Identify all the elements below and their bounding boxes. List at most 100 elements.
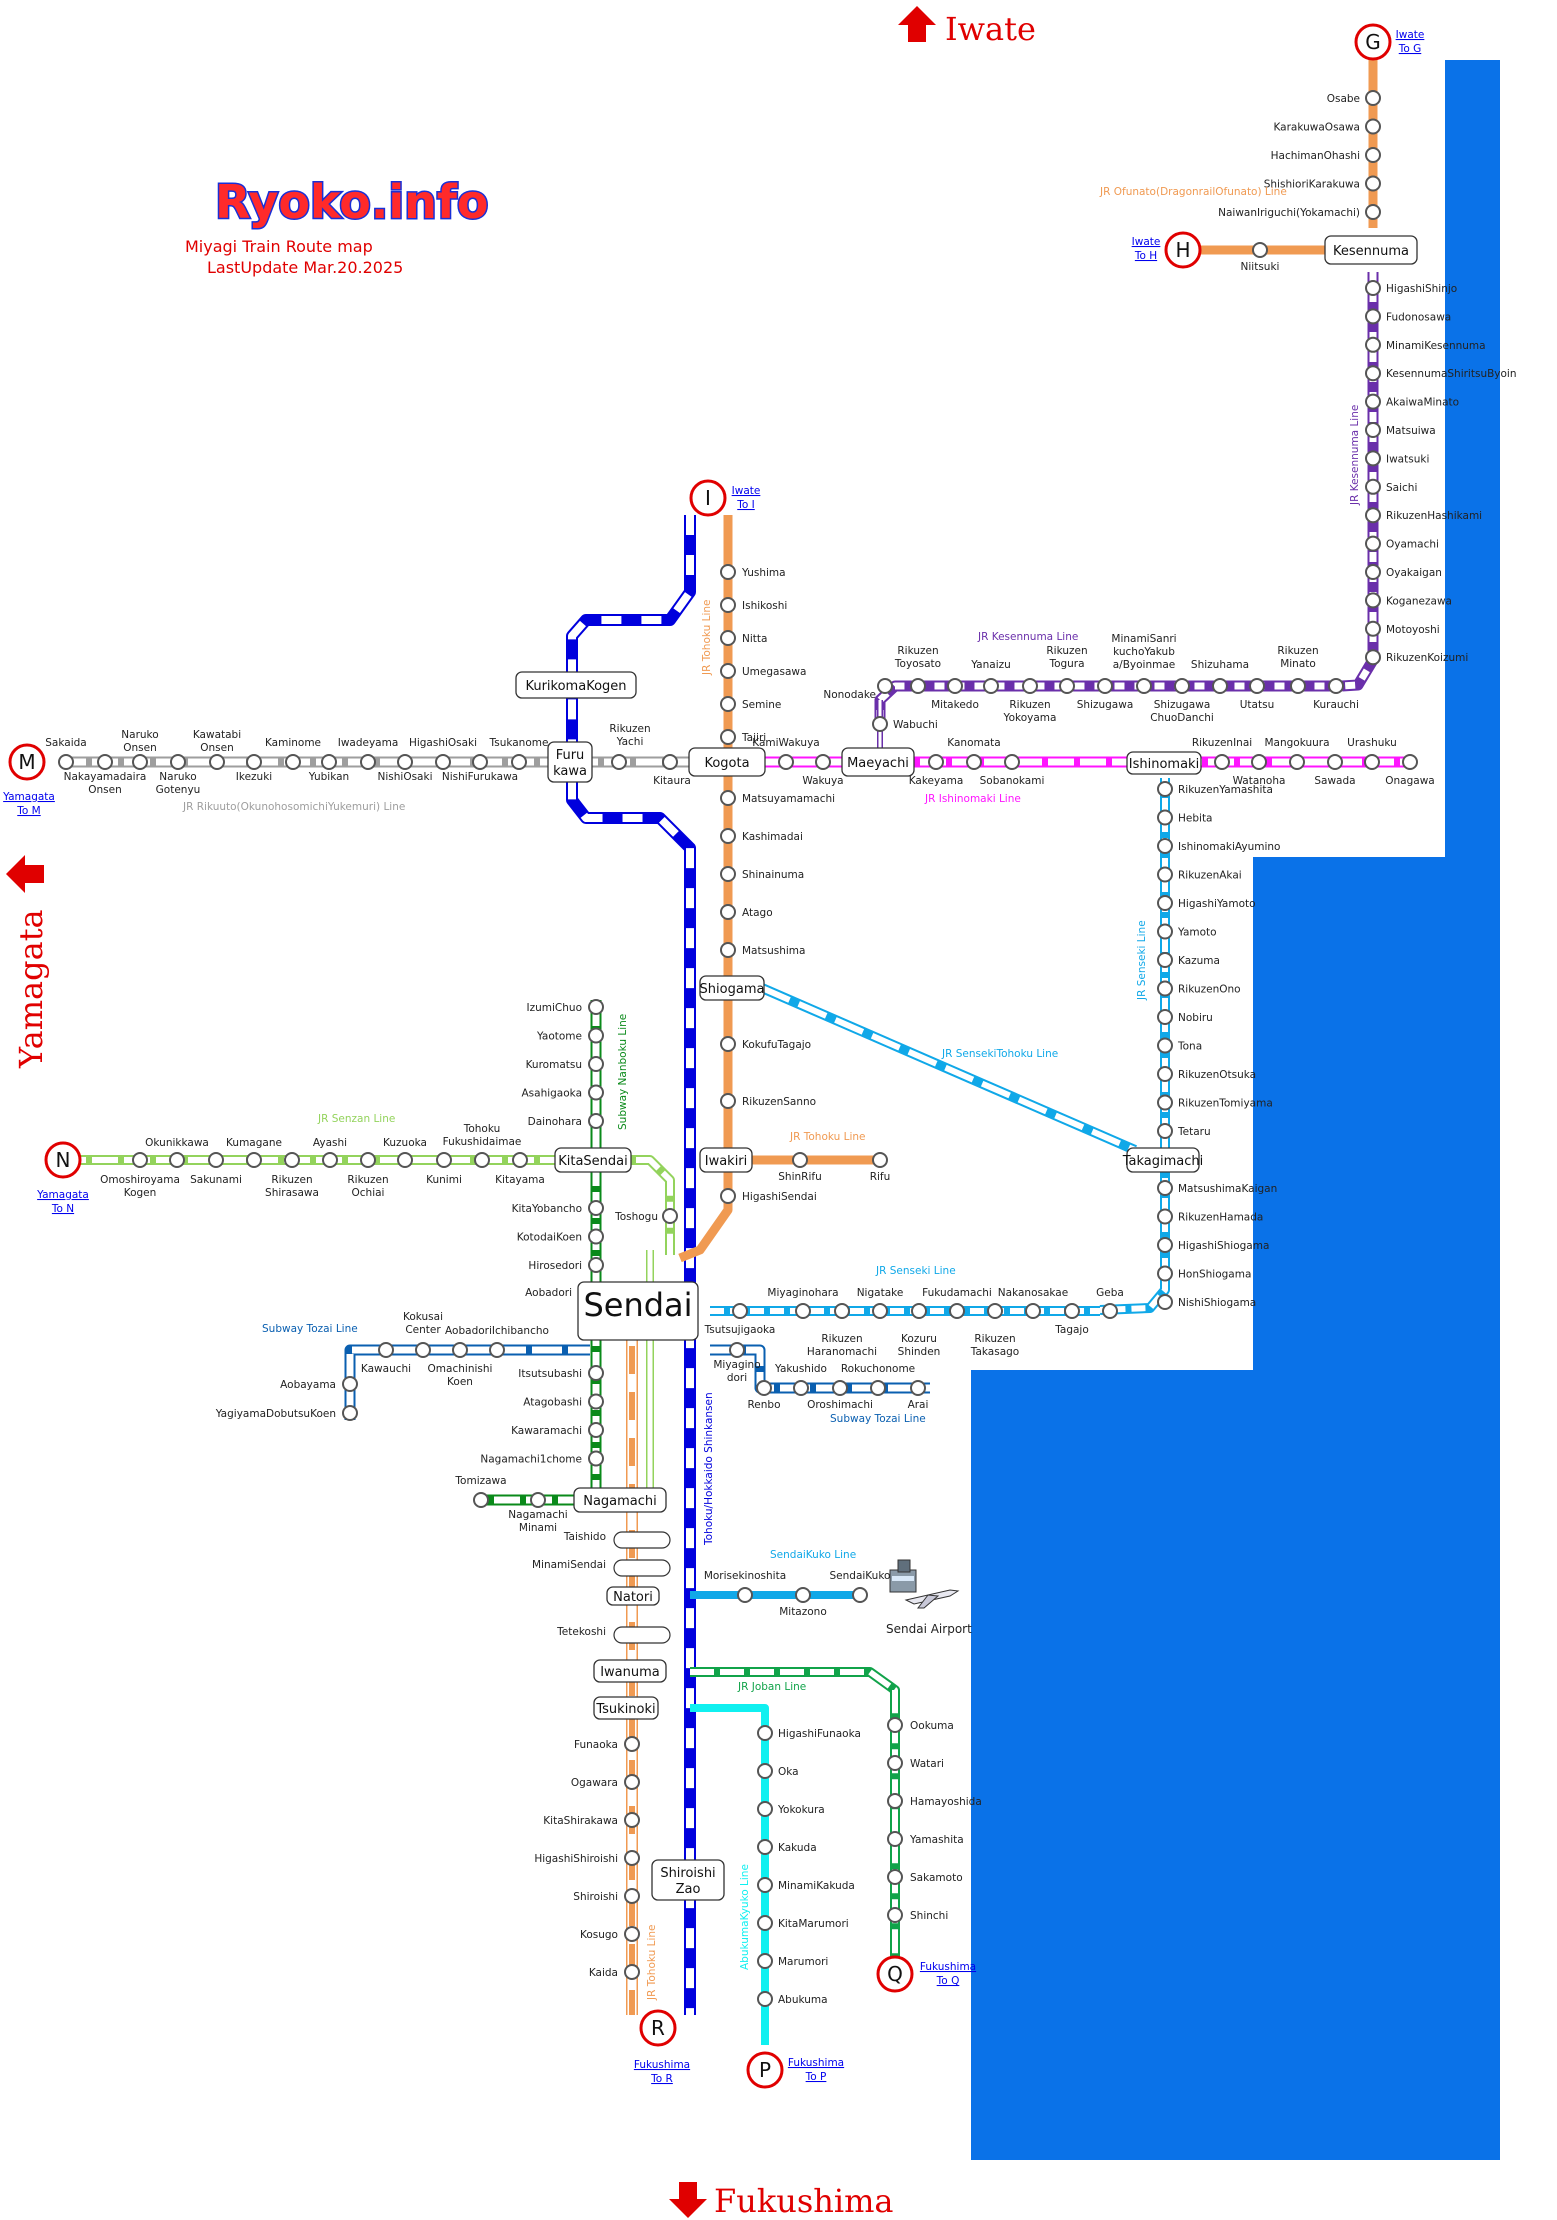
kuko-station-label: SendaiKuko bbox=[830, 1570, 891, 1582]
tozai-station-label: Arai bbox=[908, 1399, 929, 1411]
nanboku-station-marker bbox=[588, 1422, 604, 1438]
hub-kesennuma-label: Kesennuma bbox=[1333, 244, 1409, 259]
rikuu-station-label: Naruko bbox=[159, 771, 196, 783]
senseki-v-station-marker bbox=[1157, 952, 1173, 968]
senseki-v-station-marker bbox=[1157, 895, 1173, 911]
exit-r-to: To R bbox=[650, 2073, 673, 2085]
rikuu-station-label: Iwadeyama bbox=[338, 737, 399, 749]
tohoku-n-station-label: Tajiri bbox=[741, 732, 766, 744]
tohoku-n-station-marker bbox=[720, 729, 736, 745]
senseki-h-station-label: Geba bbox=[1096, 1287, 1124, 1299]
tozai-station-label: Center bbox=[405, 1324, 441, 1336]
ishinomaki-e-station-marker bbox=[1289, 754, 1305, 770]
kesennuma-h-station-label: a/Byoinmae bbox=[1113, 659, 1176, 671]
senseki-line-v-stripe bbox=[1099, 778, 1168, 1313]
kesennuma-h-station-marker bbox=[1136, 678, 1152, 694]
rikuu-station-marker bbox=[132, 754, 148, 770]
nanboku-station-label: KotodaiKoen bbox=[517, 1232, 582, 1244]
kesennuma-h-station-marker bbox=[877, 678, 893, 694]
senseki-v-station-label: IshinomakiAyumino bbox=[1178, 841, 1280, 853]
label-tohoku-rifu: JR Tohoku Line bbox=[789, 1131, 866, 1143]
rikuu-station-marker bbox=[58, 754, 74, 770]
senzan-station-marker bbox=[360, 1152, 376, 1168]
tozai-line-w-stripe bbox=[346, 1346, 590, 1420]
label-shinkansen: Tohoku/Hokkaido Shinkansen bbox=[703, 1392, 715, 1546]
ishinomaki-station-label: KamiWakuya bbox=[752, 737, 820, 749]
joban-station-marker bbox=[887, 1907, 903, 1923]
tozai-station-label: dori bbox=[727, 1372, 747, 1384]
senseki-h-station-label: Nigatake bbox=[857, 1287, 904, 1299]
senzan-station-marker bbox=[397, 1152, 413, 1168]
hub-pill-0 bbox=[613, 1531, 671, 1549]
hub-maeyachi-label: Maeyachi bbox=[847, 756, 909, 771]
tozai-station-label: Kokusai bbox=[403, 1311, 443, 1323]
nanboku-line-stripe bbox=[480, 1000, 600, 1504]
ishinomaki-e-station-label: Watanoha bbox=[1233, 775, 1286, 787]
exit-m bbox=[8, 743, 46, 781]
rikuu-station-marker bbox=[285, 754, 301, 770]
compass-west: Yamagata bbox=[12, 909, 50, 1069]
hub-kitasendai bbox=[554, 1147, 632, 1173]
wabuchi-station-label: Wabuchi bbox=[893, 719, 938, 731]
ofunato-station-niitsuki-marker bbox=[1252, 242, 1268, 258]
abukuma-station-marker bbox=[757, 1763, 773, 1779]
senzan-station-label: Kuzuoka bbox=[383, 1137, 427, 1149]
shinkansen-line-stripe bbox=[568, 515, 694, 2015]
joban-station-label: Ookuma bbox=[910, 1720, 954, 1732]
senseki-v-station-marker bbox=[1157, 980, 1173, 997]
senzan-line-stripe bbox=[60, 1157, 673, 1255]
senseki-h-station-label: Rikuzen bbox=[974, 1333, 1015, 1345]
tohoku-s-station-label: Shiroishi bbox=[573, 1891, 618, 1903]
rikuu-station-label: Onsen bbox=[123, 742, 157, 754]
kesennuma-h-station-marker bbox=[1097, 678, 1113, 694]
higashisendai-station-marker bbox=[720, 1188, 736, 1204]
exit-r-letter: R bbox=[651, 2016, 665, 2040]
nanboku-station-marker bbox=[588, 1200, 604, 1216]
tohoku-sh-station-marker bbox=[720, 1093, 736, 1109]
kesennuma-h-station-label: Shizugawa bbox=[1077, 699, 1134, 711]
senzan-station-marker bbox=[246, 1152, 262, 1168]
tohoku-s-station-marker bbox=[624, 1888, 640, 1904]
nanboku-station-marker bbox=[588, 1084, 604, 1101]
hub-shiogama-label: Shiogama bbox=[700, 982, 765, 997]
senseki-v2-station-marker bbox=[1157, 1180, 1173, 1196]
kesennuma-h-station-label: Rikuzen bbox=[1046, 645, 1087, 657]
exit-g-pref: Iwate bbox=[1396, 29, 1425, 41]
ishinomaki-station-label: Kakeyama bbox=[909, 775, 964, 787]
kuko-station-label: Morisekinoshita bbox=[704, 1570, 786, 1582]
tozai-station-label: YagiyamaDobutsuKoen bbox=[215, 1408, 336, 1420]
tozai-station-marker bbox=[910, 1380, 926, 1396]
compass-north: Iwate bbox=[945, 10, 1036, 48]
joban-station-marker bbox=[887, 1831, 903, 1847]
senzan-station-label: Kitayama bbox=[495, 1174, 545, 1186]
senzan-station-label: Kogen bbox=[124, 1187, 157, 1199]
tozai-station-marker bbox=[756, 1380, 772, 1396]
label-ofunato: JR Ofunato(DragonrailOfunato) Line bbox=[1099, 186, 1287, 198]
exit-i-letter: I bbox=[705, 486, 711, 510]
senseki-h-station-label: Kozuru bbox=[901, 1333, 937, 1345]
hub-shiroishizao-label: Zao bbox=[676, 1882, 701, 1897]
hub-takagimachi-label: Takagimachi bbox=[1122, 1154, 1204, 1169]
ishinomaki-e-station-marker bbox=[1251, 754, 1267, 770]
ishinomaki-station-marker bbox=[966, 754, 982, 770]
kesennuma-h-station-marker bbox=[983, 678, 999, 694]
kesennuma-station-marker bbox=[1365, 564, 1381, 580]
rikuu-station-label: Yubikan bbox=[308, 771, 349, 783]
kesennuma-h-station-label: Yokoyama bbox=[1003, 712, 1057, 724]
ofunato-station-label: KarakuwaOsawa bbox=[1273, 122, 1360, 134]
rikuu-station-label: Onsen bbox=[88, 784, 122, 796]
kesennuma-h-station-marker bbox=[910, 678, 926, 694]
kesennuma-h-station-marker bbox=[1249, 678, 1265, 694]
senseki-h-station-marker bbox=[1102, 1303, 1118, 1319]
senseki-v-station-marker bbox=[1157, 1123, 1173, 1139]
tohoku-n-station-marker bbox=[720, 597, 736, 613]
tozai-station-marker bbox=[452, 1342, 468, 1358]
ofunato-station-marker bbox=[1365, 118, 1381, 135]
nanboku-station-label: Atagobashi bbox=[523, 1397, 582, 1409]
hub-shiroishizao bbox=[651, 1859, 725, 1901]
tozai-station-label: Yakushido bbox=[774, 1363, 827, 1375]
nanboku-station-marker bbox=[588, 1393, 604, 1410]
ofunato-station-marker bbox=[1365, 147, 1381, 163]
kesennuma-station-marker bbox=[1365, 535, 1381, 552]
exit-p-pref: Fukushima bbox=[788, 2057, 844, 2069]
